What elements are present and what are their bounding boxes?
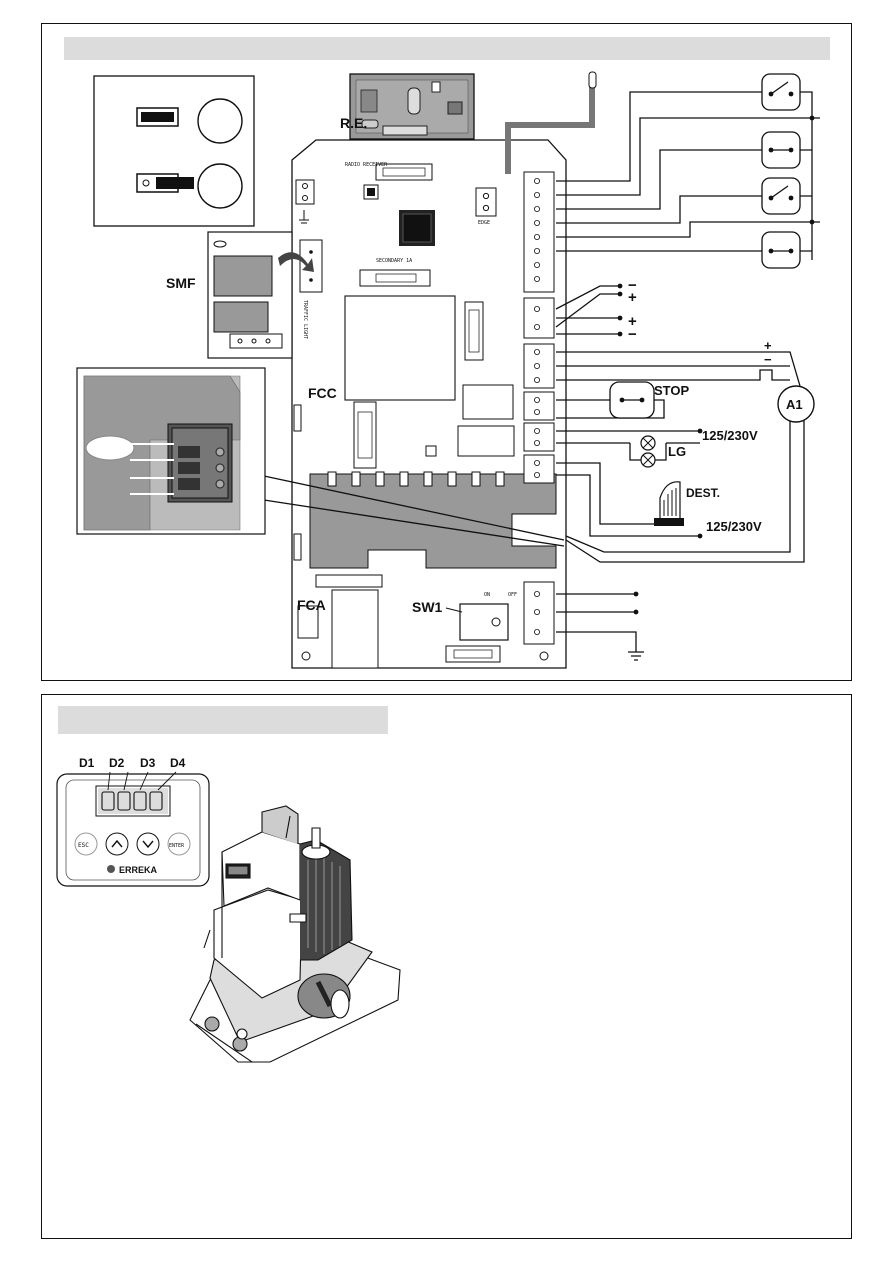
plus-mark-1: + — [628, 289, 637, 306]
wiring — [263, 91, 820, 661]
display-label-d2: D2 — [109, 756, 125, 770]
off-silk: OFF — [508, 592, 517, 598]
display-header-bar — [58, 706, 388, 734]
receiver-label: R.E. — [340, 115, 367, 131]
esc-button-label: ESC — [78, 842, 89, 849]
lamps-lg: LG 125/230V — [640, 428, 758, 468]
display-buttons: ESC ENTER — [74, 832, 191, 856]
motor-plus-mark: + — [764, 338, 772, 353]
pushbutton-close — [761, 131, 801, 169]
smf-traffic-module: SMF TRAFFIC LIGHT — [166, 231, 323, 359]
enter-button-label: ENTER — [169, 843, 185, 849]
radio-receiver-silk: RADIO RECEIVER — [345, 162, 388, 168]
connector-zoom-inset — [76, 367, 266, 535]
jumper-legend — [93, 75, 255, 227]
motor-a1: A1 — [777, 385, 815, 423]
radio-receiver-module: R.E. — [340, 73, 475, 158]
gate-motor-illustration — [189, 805, 401, 1063]
traffic-light-silk: TRAFFIC LIGHT — [302, 300, 308, 339]
display-label-d3: D3 — [140, 756, 156, 770]
secondary-fuse-silk: SECONDARY 1A — [376, 258, 412, 264]
motor-minus-mark: − — [764, 352, 772, 367]
smf-label: SMF — [166, 275, 196, 291]
plus-mark-2: + — [628, 313, 637, 330]
edge-silk: EDGE — [478, 220, 490, 226]
terminal-screws — [534, 177, 541, 636]
lamp-label: LG — [668, 444, 686, 459]
lamp-voltage-label: 125/230V — [702, 428, 758, 443]
display-label-d1: D1 — [79, 756, 95, 770]
brand-logo: ERREKA — [119, 865, 158, 875]
minus-mark-1: − — [628, 277, 637, 294]
stop-button: STOP — [609, 381, 689, 419]
on-silk: ON — [484, 592, 490, 598]
flasher-dest: DEST. 125/230V — [654, 481, 762, 534]
fcc-label: FCC — [308, 385, 337, 401]
minus-mark-2: − — [628, 326, 637, 343]
sw1-label: SW1 — [412, 599, 443, 615]
wiring-header-bar — [64, 37, 830, 60]
motor-label: A1 — [786, 397, 803, 412]
pushbutton-open-2 — [761, 177, 801, 215]
display-label-d4: D4 — [170, 756, 186, 770]
display-panel-closeup: ESC ENTER ERREKA — [56, 771, 210, 887]
stop-label: STOP — [654, 383, 689, 398]
flasher-label: DEST. — [686, 486, 720, 500]
pushbutton-open — [761, 73, 801, 111]
pushbutton-close-2 — [761, 231, 801, 269]
fca-label: FCA — [297, 597, 326, 613]
flasher-voltage-label: 125/230V — [706, 519, 762, 534]
